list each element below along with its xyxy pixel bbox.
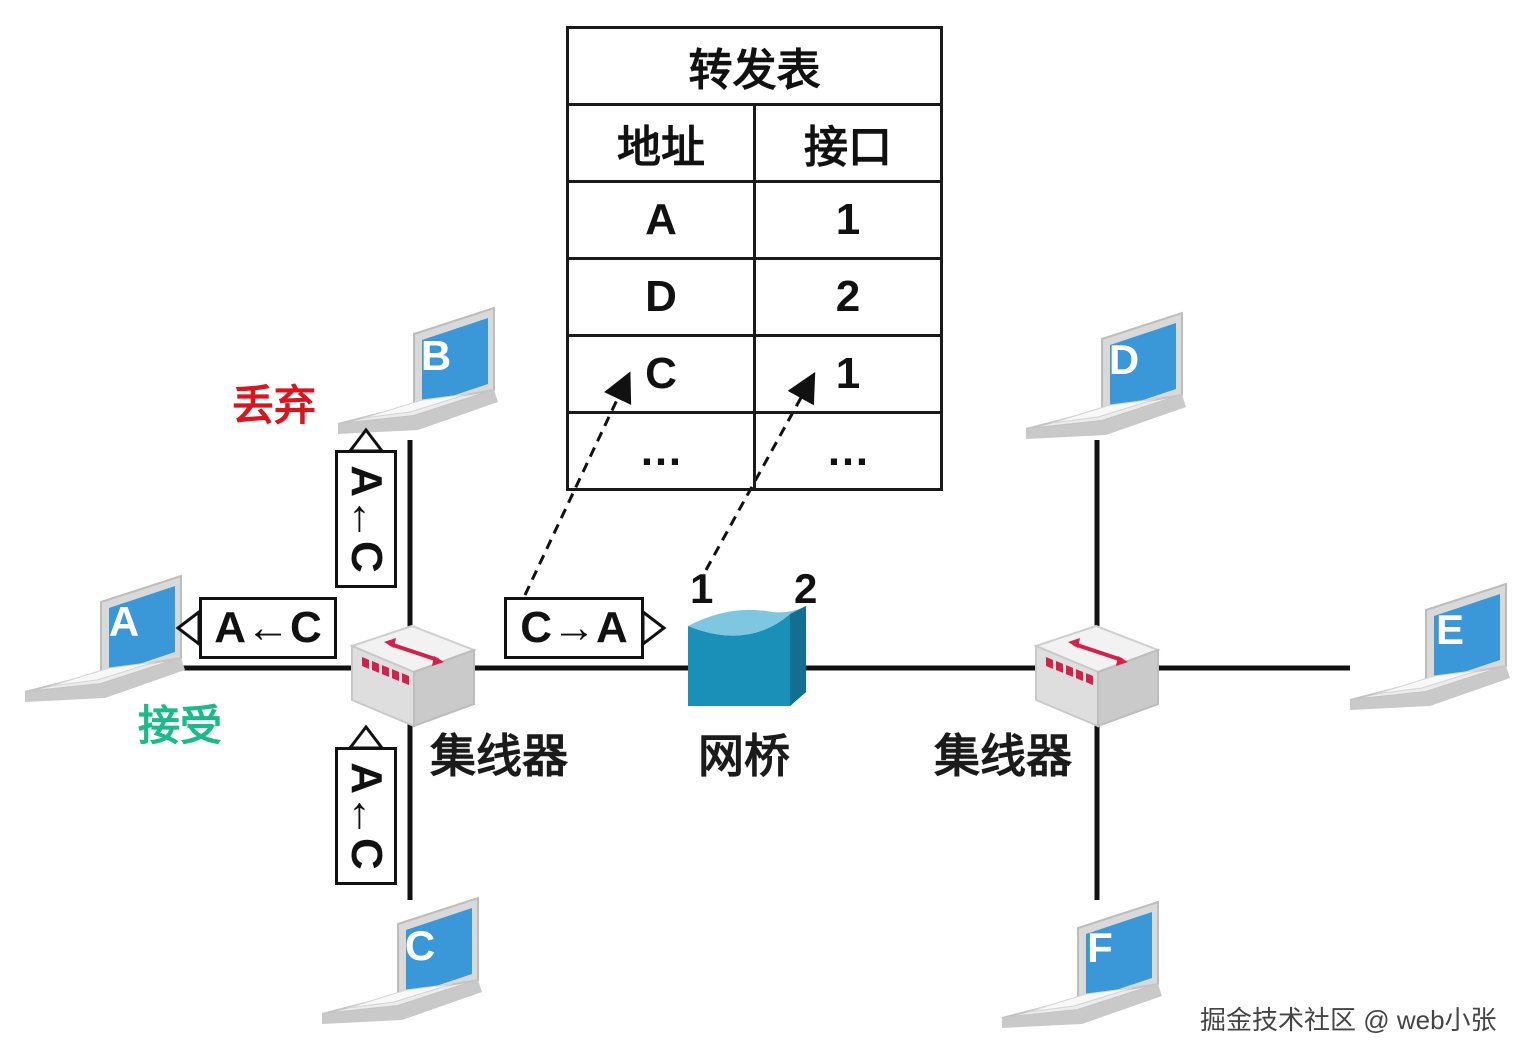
table-row: … … <box>566 411 943 491</box>
bridge-port-2: 2 <box>794 565 818 612</box>
host-d-label: D <box>1109 336 1139 383</box>
table-cell-address: A <box>566 180 756 260</box>
host-e-label: E <box>1436 606 1464 653</box>
status-discard: 丢弃 <box>232 382 317 429</box>
frame-to-bridge-label: C→A <box>520 603 628 652</box>
host-c-laptop[interactable] <box>321 897 483 1025</box>
frame-to-bridge: C→A <box>504 597 644 659</box>
table-cell-port: 2 <box>753 257 943 337</box>
table-title: 转发表 <box>566 26 943 106</box>
bridge-icon[interactable] <box>688 606 806 706</box>
table-cell-port: … <box>753 411 943 491</box>
frame-from-c-label: A←C <box>342 762 391 870</box>
frame-to-b-label: A←C <box>342 465 391 573</box>
frame-to-b: A←C <box>335 450 397 588</box>
table-cell-address: … <box>566 411 756 491</box>
host-a-label: A <box>109 598 139 645</box>
frame-to-a: A←C <box>199 597 337 659</box>
watermark: 掘金技术社区 @ web小张 <box>1200 1005 1497 1035</box>
host-b-laptop[interactable] <box>337 307 499 435</box>
host-c-label: C <box>405 922 435 969</box>
table-header-port: 接口 <box>753 103 943 183</box>
host-e-laptop[interactable] <box>1349 583 1511 711</box>
bridge-label: 网桥 <box>698 730 790 782</box>
host-d-laptop[interactable] <box>1025 312 1187 440</box>
table-cell-port: 1 <box>753 334 943 414</box>
host-b-label: B <box>421 332 451 379</box>
hub-right-label: 集线器 <box>934 730 1072 782</box>
table-header-address: 地址 <box>566 103 756 183</box>
table-row: A 1 <box>566 180 943 260</box>
frame-from-c: A←C <box>335 747 397 885</box>
hub-left-label: 集线器 <box>430 730 568 782</box>
bridge-port-1: 1 <box>690 565 714 612</box>
frame-to-a-label: A←C <box>214 603 322 652</box>
status-accept: 接受 <box>138 702 223 749</box>
host-a-laptop[interactable] <box>24 575 186 703</box>
forwarding-table: 转发表 地址 接口 A 1 D 2 C 1 … … <box>566 26 943 491</box>
table-row: C 1 <box>566 334 943 414</box>
hub-left-icon[interactable] <box>350 624 476 728</box>
table-cell-address: D <box>566 257 756 337</box>
to-bridge-arrowhead <box>641 608 667 648</box>
table-cell-port: 1 <box>753 180 943 260</box>
table-row: D 2 <box>566 257 943 337</box>
table-cell-address: C <box>566 334 756 414</box>
hub-right-icon[interactable] <box>1034 624 1160 728</box>
host-f-laptop[interactable] <box>1001 901 1163 1029</box>
from-c-arrowhead <box>346 724 386 750</box>
host-f-label: F <box>1087 924 1113 971</box>
